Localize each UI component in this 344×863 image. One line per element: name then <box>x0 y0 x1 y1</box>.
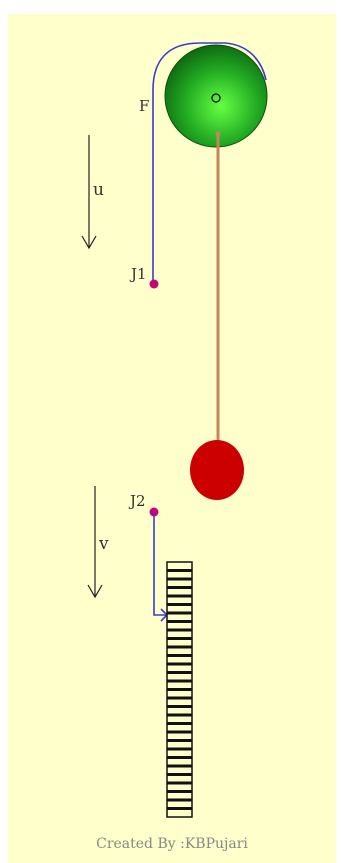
rod-top-pin <box>215 131 221 137</box>
label-j1: J1 <box>129 265 147 283</box>
credit-text: Created By :KBPujari <box>96 836 248 852</box>
string-to-j1 <box>152 42 267 283</box>
label-u: u <box>93 180 104 200</box>
pulley-axle <box>211 93 221 103</box>
label-f: F <box>139 97 149 115</box>
string-to-tape <box>153 512 169 622</box>
velocity-arrow-v <box>87 486 103 599</box>
ticker-tape <box>166 561 193 818</box>
label-j2: J2 <box>128 492 146 510</box>
pendulum-bob[interactable] <box>190 440 244 500</box>
junction-j1[interactable] <box>149 279 159 289</box>
velocity-arrow-u <box>81 135 97 250</box>
label-v: v <box>98 534 109 554</box>
pulley-wheel[interactable] <box>164 44 268 148</box>
